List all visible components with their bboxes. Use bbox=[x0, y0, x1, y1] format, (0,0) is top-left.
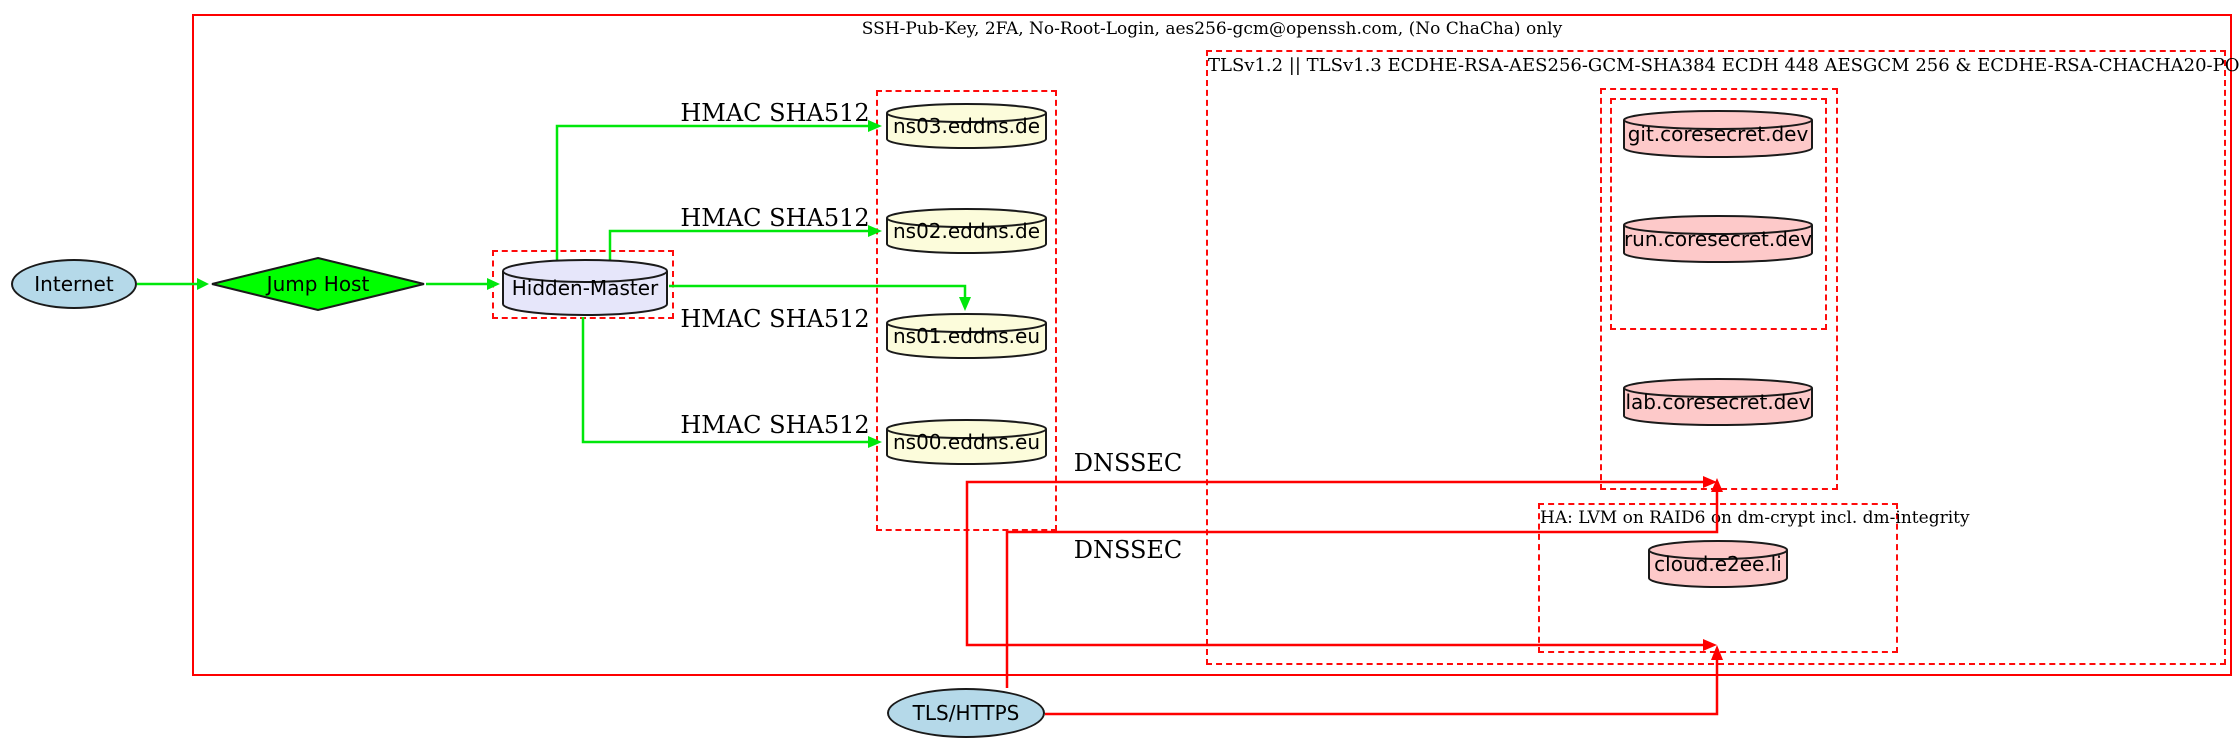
node-ns01: ns01.eddns.eu bbox=[886, 313, 1047, 359]
cylinder-shape bbox=[886, 419, 1047, 465]
red-arrowheads bbox=[1703, 476, 1723, 660]
edge-label-hmac-1: HMAC SHA512 bbox=[680, 99, 870, 127]
node-ns01-label: ns01.eddns.eu bbox=[892, 324, 1041, 348]
cylinder-shape bbox=[1623, 110, 1813, 158]
node-tls-https-label: TLS/HTTPS bbox=[912, 701, 1020, 725]
node-jump-host: Jump Host bbox=[210, 257, 426, 311]
ha-cluster-label: HA: LVM on RAID6 on dm-crypt incl. dm-in… bbox=[1540, 508, 1970, 528]
diamond-shape bbox=[211, 257, 425, 311]
cylinder-shape bbox=[1623, 215, 1813, 263]
node-run-label: run.coresecret.dev bbox=[1623, 227, 1813, 251]
cylinder-shape bbox=[502, 259, 668, 316]
edge-label-dnssec-2: DNSSEC bbox=[1073, 536, 1183, 564]
tls-cluster-label: TLSv1.2 || TLSv1.3 ECDHE-RSA-AES256-GCM-… bbox=[1208, 55, 2240, 76]
edge-label-hmac-4: HMAC SHA512 bbox=[680, 411, 870, 439]
node-lab-label: lab.coresecret.dev bbox=[1625, 390, 1811, 414]
ssh-cluster-box: SSH-Pub-Key, 2FA, No-Root-Login, aes256-… bbox=[192, 14, 2232, 676]
node-jump-host-label: Jump Host bbox=[266, 272, 370, 296]
edge-label-hmac-3: HMAC SHA512 bbox=[680, 305, 870, 333]
ssh-cluster-label: SSH-Pub-Key, 2FA, No-Root-Login, aes256-… bbox=[861, 19, 1563, 39]
cylinder-shape bbox=[1623, 378, 1813, 426]
cylinder-shape bbox=[886, 208, 1047, 254]
node-internet: Internet bbox=[11, 259, 137, 309]
node-ns02: ns02.eddns.de bbox=[886, 208, 1047, 254]
node-hidden-master-label: Hidden-Master bbox=[511, 275, 659, 300]
edge-label-hmac-2: HMAC SHA512 bbox=[680, 204, 870, 232]
edge-label-dnssec-1: DNSSEC bbox=[1073, 449, 1183, 477]
coresecret-inner-cluster-box bbox=[1610, 98, 1827, 330]
node-git: git.coresecret.dev bbox=[1623, 110, 1813, 158]
cylinder-shape bbox=[886, 313, 1047, 359]
green-arrowheads bbox=[197, 120, 971, 448]
cylinder-shape bbox=[886, 103, 1047, 149]
node-ns03: ns03.eddns.de bbox=[886, 103, 1047, 149]
cylinder-shape bbox=[1648, 540, 1788, 588]
node-cloud: cloud.e2ee.li bbox=[1648, 540, 1788, 588]
node-git-label: git.coresecret.dev bbox=[1627, 122, 1809, 146]
node-hidden-master: Hidden-Master bbox=[502, 259, 668, 316]
red-dnssec-tls-edges bbox=[965, 480, 1719, 716]
node-ns00-label: ns00.eddns.eu bbox=[892, 430, 1041, 454]
node-lab: lab.coresecret.dev bbox=[1623, 378, 1813, 426]
green-ssh-edges bbox=[137, 124, 967, 444]
node-cloud-label: cloud.e2ee.li bbox=[1654, 552, 1782, 576]
node-ns03-label: ns03.eddns.de bbox=[892, 114, 1041, 138]
node-internet-label: Internet bbox=[34, 272, 114, 296]
node-ns02-label: ns02.eddns.de bbox=[892, 219, 1041, 243]
node-ns00: ns00.eddns.eu bbox=[886, 419, 1047, 465]
node-run: run.coresecret.dev bbox=[1623, 215, 1813, 263]
node-tls-https: TLS/HTTPS bbox=[887, 688, 1045, 738]
